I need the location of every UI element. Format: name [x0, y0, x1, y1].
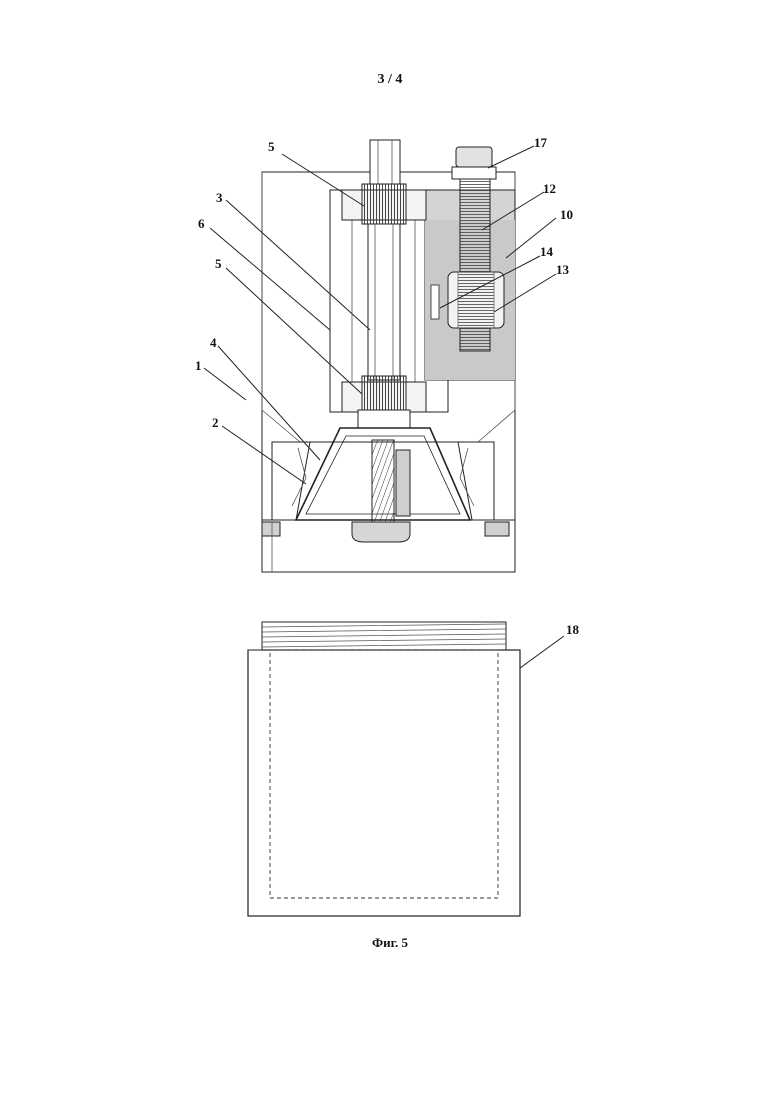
figure-caption: Фиг. 5 [0, 935, 780, 951]
callout-1: 1 [195, 358, 202, 373]
callout-13: 13 [556, 262, 570, 277]
right-pad [485, 522, 509, 536]
callout-10: 10 [560, 207, 573, 222]
shaft [368, 224, 400, 380]
lower-cover [248, 622, 520, 916]
top-stud [370, 140, 400, 184]
callout-2: 2 [212, 415, 219, 430]
upper-assembly [262, 140, 515, 572]
callout-6: 6 [198, 216, 205, 231]
callout-5-lower: 5 [215, 256, 222, 271]
callout-4: 4 [210, 335, 217, 350]
callout-5-upper: 5 [268, 139, 275, 154]
callout-3: 3 [216, 190, 223, 205]
bottom-cap [352, 522, 410, 542]
central-screw [372, 440, 394, 522]
cover-body [248, 650, 520, 916]
callout-17: 17 [534, 135, 548, 150]
left-pad [262, 522, 280, 536]
bolt-head [456, 147, 492, 167]
callout-12: 12 [543, 181, 556, 196]
callout-14: 14 [540, 244, 554, 259]
callout-18: 18 [566, 622, 580, 637]
